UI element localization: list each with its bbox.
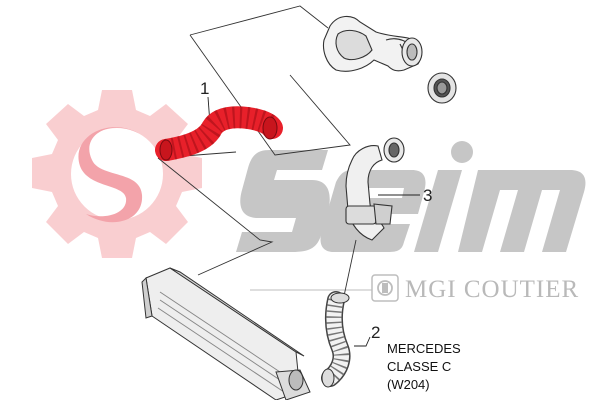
callout-1: 1 <box>200 79 210 98</box>
mgi-mark-icon <box>371 274 399 302</box>
mgi-coutier-text: MGI COUTIER <box>405 276 580 303</box>
seim-logo-watermark <box>236 141 586 252</box>
vehicle-caption: MERCEDES CLASSE C (W204) <box>387 340 461 394</box>
leader-line-2 <box>354 336 371 347</box>
part-3-grey-hose <box>345 137 405 241</box>
mgi-coutier-watermark <box>250 274 399 302</box>
top-air-duct-part <box>322 15 457 104</box>
gear-s-letter <box>78 127 143 223</box>
vehicle-make: MERCEDES <box>387 341 461 356</box>
part-2-lower-hose <box>321 291 351 388</box>
callout-3: 3 <box>423 186 433 205</box>
vehicle-chassis: (W204) <box>387 377 430 392</box>
vehicle-model: CLASSE C <box>387 359 452 374</box>
part-1-red-hose <box>155 106 283 161</box>
intercooler-part <box>141 267 311 400</box>
gear-logo-watermark <box>32 90 202 258</box>
callout-2: 2 <box>371 323 381 342</box>
